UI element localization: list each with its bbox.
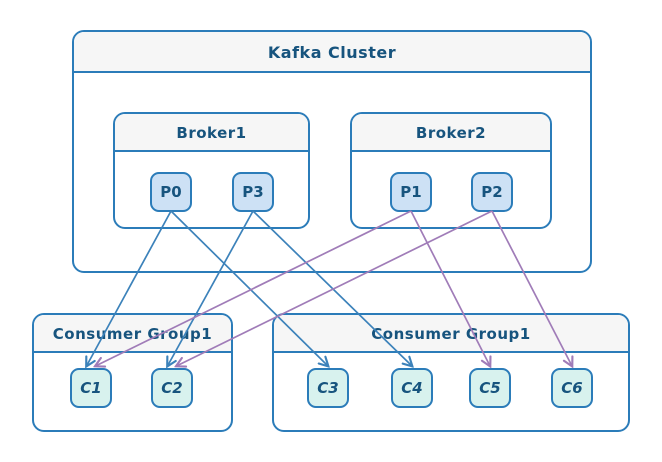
consumer-node-c1: C1 xyxy=(70,368,112,408)
kafka-cluster-title: Kafka Cluster xyxy=(74,32,590,73)
broker2-title: Broker2 xyxy=(352,114,550,152)
broker1-box: Broker1 xyxy=(113,112,310,229)
consumer-group-left-title: Consumer Group1 xyxy=(34,315,231,353)
broker2-box: Broker2 xyxy=(350,112,552,229)
consumer-node-c4: C4 xyxy=(391,368,433,408)
consumer-node-c5: C5 xyxy=(469,368,511,408)
consumer-node-c2: C2 xyxy=(151,368,193,408)
consumer-group-right-title: Consumer Group1 xyxy=(274,315,628,353)
partition-node-p3: P3 xyxy=(232,172,274,212)
partition-node-p1: P1 xyxy=(390,172,432,212)
broker1-title: Broker1 xyxy=(115,114,308,152)
consumer-group-left-box: Consumer Group1 xyxy=(32,313,233,432)
partition-node-p0: P0 xyxy=(150,172,192,212)
partition-node-p2: P2 xyxy=(471,172,513,212)
consumer-node-c3: C3 xyxy=(307,368,349,408)
consumer-node-c6: C6 xyxy=(551,368,593,408)
